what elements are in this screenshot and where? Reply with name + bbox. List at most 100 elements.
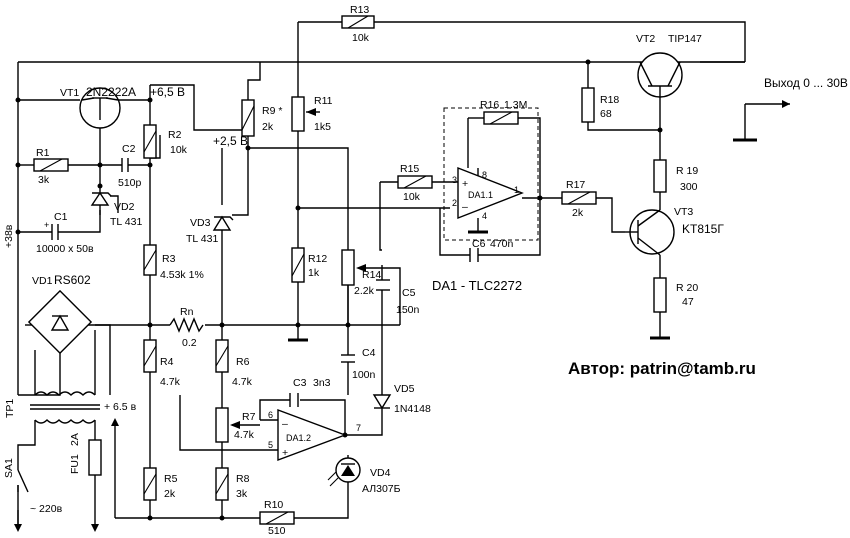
resistor-r8: [215, 467, 229, 501]
da11-pin2: 2: [452, 198, 457, 208]
r2-val: 10k: [170, 144, 188, 156]
resistor-rn: [169, 317, 204, 333]
r18-val: 68: [600, 108, 612, 120]
r16-val: 1.3M: [504, 99, 527, 111]
vd3-val: TL 431: [186, 233, 218, 245]
resistor-r3: [143, 244, 157, 276]
resistor-r14: [341, 249, 366, 286]
resistor-r1: [33, 158, 69, 172]
r6-ref: R6: [236, 356, 250, 368]
fuse-fu1: [88, 439, 102, 476]
r11-val: 1k5: [314, 121, 331, 133]
fu1-ref: FU1: [69, 454, 81, 474]
resistor-r15: [397, 175, 433, 189]
r18-ref: R18: [600, 94, 619, 106]
r8-ref: R8: [236, 473, 250, 485]
svg-text:+: +: [44, 220, 49, 230]
r20-ref: R 20: [676, 282, 698, 294]
vt2-ref: VT2: [636, 33, 655, 45]
resistor-r6: [215, 339, 229, 373]
zener-vd2: [90, 191, 112, 206]
r12-val: 1k: [308, 267, 320, 279]
da12-minus: –: [282, 418, 288, 430]
c5-ref: C5: [402, 287, 416, 299]
vd4-val: АЛ307Б: [362, 483, 401, 495]
c2-ref: C2: [122, 143, 136, 155]
r9-ref: R9 *: [262, 105, 282, 117]
da11-pin3: 3: [452, 175, 457, 185]
capacitor-c2: [121, 158, 129, 172]
capacitor-c4: [341, 354, 355, 363]
rn-val: 0.2: [182, 337, 197, 349]
r19-val: 300: [680, 181, 698, 193]
node-6v5: +6,5 В: [150, 85, 185, 99]
vd3-ref: VD3: [190, 217, 211, 229]
vd5-val: 1N4148: [394, 403, 431, 415]
mains-label: ~ 220в: [30, 503, 63, 515]
c1-val: 10000 х 50в: [36, 243, 94, 255]
opamp-da12: [277, 408, 348, 462]
c4-val: 100n: [352, 369, 376, 381]
c3-ref: C3: [293, 377, 307, 389]
resistor-r16: [483, 111, 519, 125]
resistor-r4: [143, 339, 157, 373]
da12-pin6: 6: [268, 410, 273, 420]
ground-symbols: [288, 138, 757, 342]
resistor-r18: [581, 87, 595, 123]
rn-ref: Rn: [180, 306, 194, 318]
da11-minus: –: [462, 201, 468, 213]
r14-ref: R14: [362, 269, 381, 281]
author-credit: Автор: patrin@tamb.ru: [568, 359, 756, 378]
r1-ref: R1: [36, 147, 50, 159]
vd2-val: TL 431: [110, 216, 142, 228]
r6-val: 4.7k: [232, 376, 253, 388]
r19-ref: R 19: [676, 165, 698, 177]
r17-ref: R17: [566, 179, 585, 191]
r7-val: 4.7k: [234, 429, 255, 441]
r15-ref: R15: [400, 163, 419, 175]
fu1-val: 2A: [69, 433, 81, 446]
r13-val: 10k: [352, 32, 370, 44]
r14-val: 2.2k: [354, 285, 375, 297]
sa1-ref: SA1: [3, 458, 15, 478]
r9-val: 2k: [262, 121, 274, 133]
vt1-val: 2N2222A: [86, 85, 136, 99]
da11-plus: +: [462, 178, 468, 190]
c5-val: 150n: [396, 304, 420, 316]
r3-val: 4.53k 1%: [160, 269, 204, 281]
vt1-ref: VT1: [60, 87, 79, 99]
labels: R1 3 10k VT2 TIP147 VT1 2N2222A +6,5 В R2…: [3, 4, 848, 537]
r8-val: 3k: [236, 488, 248, 500]
c2-val: 510p: [118, 177, 142, 189]
resistor-r10: [259, 511, 295, 525]
opamp-da11: [443, 107, 539, 241]
node-2v5: +2,5 В: [213, 134, 248, 148]
r2-ref: R2: [168, 129, 182, 141]
arrow-symbols: [14, 100, 790, 532]
da11-pin4: 4: [482, 211, 487, 221]
da11-pin1: 1: [514, 185, 519, 195]
vd1-val: RS602: [54, 273, 91, 287]
capacitor-c3: [289, 393, 299, 407]
output-label: Выход 0 ... 30В: [764, 76, 848, 90]
ic-title: DA1 - TLC2272: [432, 278, 522, 293]
r4-ref: R4: [160, 356, 174, 368]
resistor-r5: [143, 467, 157, 501]
c4-ref: C4: [362, 347, 376, 359]
bridge-vd1: [27, 289, 93, 355]
supply-label: +38в: [3, 224, 15, 248]
c3-val: 3n3: [313, 377, 331, 389]
vt2-val: TIP147: [668, 33, 702, 45]
da11-ref: DA1.1: [468, 190, 493, 200]
transistor-vt1: [79, 87, 121, 129]
diode-vd5: [372, 394, 392, 410]
da12-ref: DA1.2: [286, 433, 311, 443]
r5-ref: R5: [164, 473, 178, 485]
r15-val: 10k: [403, 191, 421, 203]
r10-ref: R10: [264, 499, 283, 511]
r20-val: 47: [682, 296, 694, 308]
r17-val: 2k: [572, 207, 584, 219]
node-6v5b: + 6.5 в: [104, 401, 137, 413]
resistor-r11: [291, 96, 316, 132]
